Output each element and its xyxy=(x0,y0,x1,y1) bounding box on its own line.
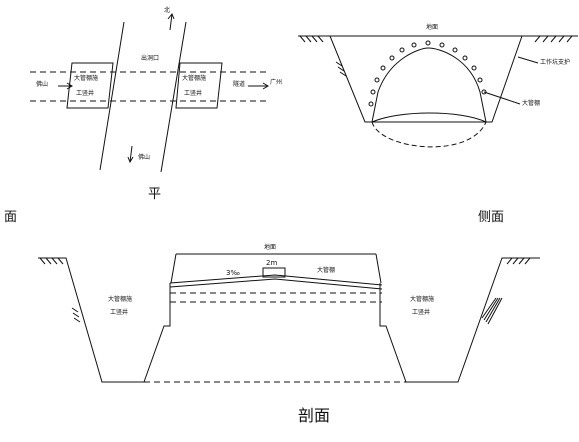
section-title: 剖面 xyxy=(298,406,331,425)
section-pipe-lower xyxy=(169,278,383,290)
plan-right-box-line1: 大管棚施 xyxy=(182,75,207,82)
section-left-pit-line1: 大管棚施 xyxy=(108,296,133,303)
plan-right-box-line2: 工竖井 xyxy=(184,90,203,97)
side-hatch-right xyxy=(534,35,573,43)
plan-north-label: 北 xyxy=(164,7,171,14)
side-tunnel-lower-dashed xyxy=(371,121,487,148)
plan-road-line-1 xyxy=(99,21,125,171)
side-ground-right xyxy=(485,35,578,123)
side-ground-label: 地面 xyxy=(426,24,439,31)
plan-bottom-arrow xyxy=(127,145,134,164)
plan-title: 平 xyxy=(148,187,162,202)
section-jack-label: 2m xyxy=(266,259,278,267)
section-jack-box xyxy=(262,267,286,278)
section-ground-right-drop xyxy=(375,253,382,284)
plan-bottom-arrow-label: 佛山 xyxy=(138,154,151,161)
side-tunnel-crown xyxy=(371,47,487,123)
section-pipe-upper xyxy=(169,274,383,286)
side-support-label: 工作坑支护 xyxy=(540,59,571,66)
side-title: 侧面 xyxy=(478,210,505,225)
section-right-pit-line1: 大管棚施 xyxy=(410,296,435,303)
section-pipe-label: 大管棚 xyxy=(317,267,336,274)
plan-left-arrow xyxy=(58,82,73,90)
side-pipe-label: 大管棚 xyxy=(522,100,541,107)
plan-right-arrow xyxy=(248,82,269,90)
side-hatch-left xyxy=(299,35,347,77)
section-right-pit xyxy=(379,257,540,383)
section-right-pit-line2: 工竖井 xyxy=(412,309,431,316)
side-tunnel-invert xyxy=(371,112,487,123)
plan-right-arrow-label: 广州 xyxy=(270,79,283,86)
section-hatch-right xyxy=(481,257,531,325)
plan-left-box-line2: 工竖井 xyxy=(76,90,95,97)
side-support-leader xyxy=(517,56,539,64)
section-ground-left-drop xyxy=(170,253,177,284)
plan-north-arrow xyxy=(167,13,175,31)
section-view xyxy=(38,253,540,383)
section-left-partial-label: 面 xyxy=(4,210,18,225)
side-pipe-circles xyxy=(368,40,487,107)
section-left-pit-line2: 工竖井 xyxy=(110,309,129,316)
side-view xyxy=(298,35,578,148)
plan-left-arrow-label: 佛山 xyxy=(36,81,49,88)
section-hatch-left xyxy=(39,257,81,323)
plan-left-box-line1: 大管棚施 xyxy=(74,75,99,82)
section-ground-label: 地面 xyxy=(264,244,277,251)
plan-right-shaft xyxy=(175,62,223,109)
plan-left-shaft xyxy=(66,62,114,109)
plan-view xyxy=(30,13,269,173)
plan-road-line-2 xyxy=(160,21,187,173)
plan-dir-label: 隧道 xyxy=(233,81,246,88)
side-pipe-leader xyxy=(483,91,521,105)
plan-road-label: 出洞口 xyxy=(141,55,160,62)
section-slope-label: 3‰ xyxy=(226,269,240,277)
side-ground-left xyxy=(298,35,372,123)
section-left-pit xyxy=(38,257,171,383)
